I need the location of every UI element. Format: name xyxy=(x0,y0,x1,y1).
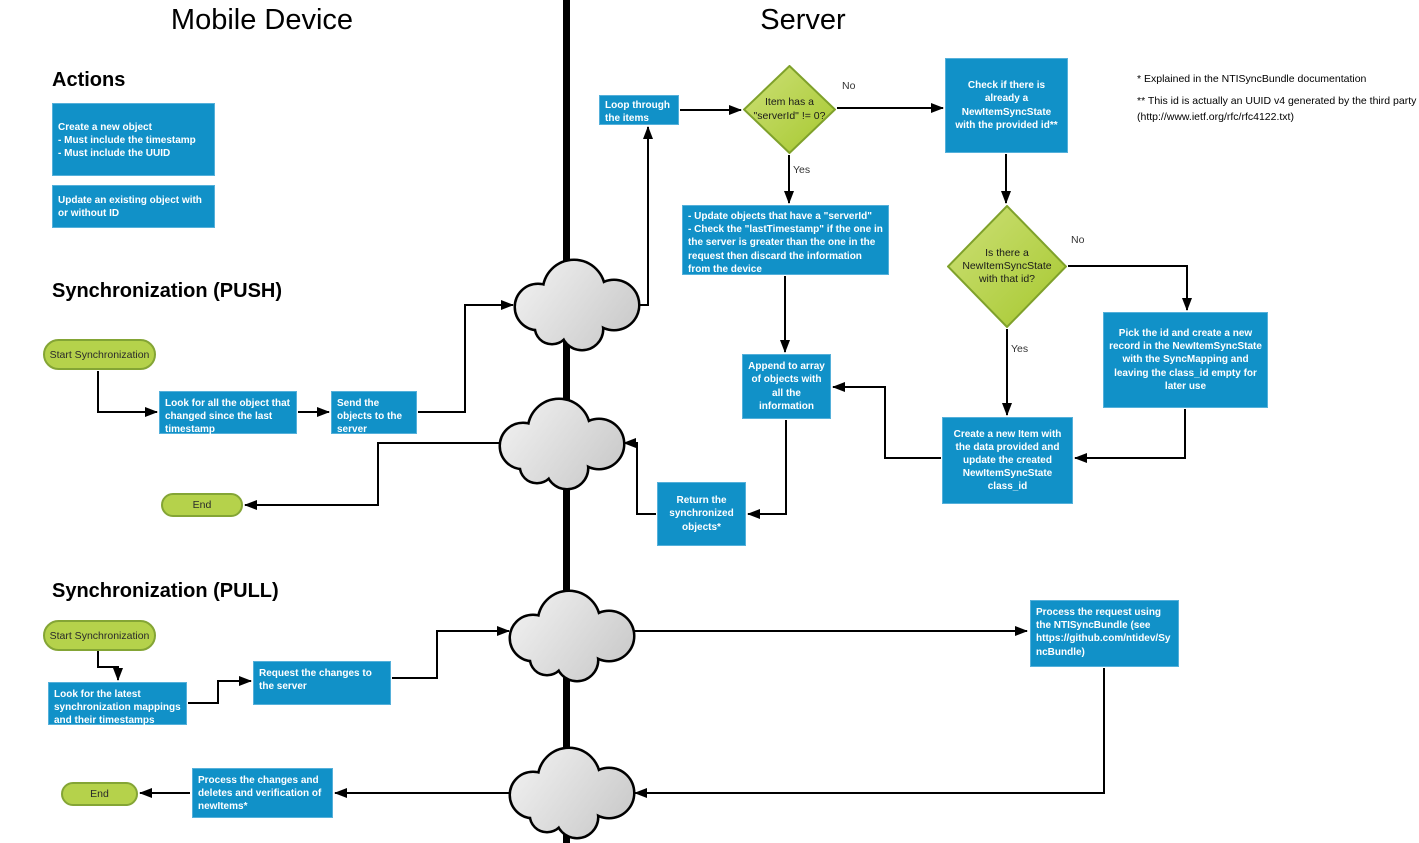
terminal-pull-start: Start Synchronization xyxy=(43,620,156,651)
process-return-objects: Return the synchronized objects* xyxy=(657,482,746,546)
process-pick-id: Pick the id and create a new record in t… xyxy=(1103,312,1268,408)
process-action-update: Update an existing object with or withou… xyxy=(52,185,215,228)
cloud-icon xyxy=(516,261,638,349)
cloud-icon xyxy=(511,592,633,680)
process-append-array: Append to array of objects with all the … xyxy=(742,354,831,419)
lane-title-server: Server xyxy=(760,4,846,36)
flow-arrow xyxy=(832,382,941,459)
flow-arrow xyxy=(97,651,123,681)
heading-pull: Synchronization (PULL) xyxy=(52,580,279,602)
flow-arrow xyxy=(97,371,158,417)
process-update-objects: - Update objects that have a "serverId" … xyxy=(682,205,889,275)
process-loop-items: Loop through the items xyxy=(599,95,679,125)
terminal-push-end: End xyxy=(161,493,243,517)
terminal-pull-end: End xyxy=(61,782,138,806)
process-process-request: Process the request using the NTISyncBun… xyxy=(1030,600,1179,667)
footnote-2: ** This id is actually an UUID v4 genera… xyxy=(1137,95,1417,123)
flow-arrow xyxy=(392,626,510,679)
branch-label-no: No xyxy=(1071,234,1085,246)
branch-label-yes: Yes xyxy=(793,164,811,176)
process-push-look: Look for all the object that changed sin… xyxy=(159,391,297,435)
cloud-icon xyxy=(511,749,633,837)
decision-syncstate-label: Is there a NewItemSyncState with that id… xyxy=(962,246,1052,286)
decision-serverid: Item has a "serverId" != 0? xyxy=(743,65,836,154)
heading-actions: Actions xyxy=(52,69,126,91)
process-pull-request: Request the changes to the server xyxy=(253,661,391,705)
flow-arrow xyxy=(1068,265,1192,311)
cloud-icon xyxy=(501,400,623,488)
lane-title-mobile: Mobile Device xyxy=(170,4,354,36)
decision-serverid-label: Item has a "serverId" != 0? xyxy=(753,96,826,122)
process-check-newitem: Check if there is already a NewItemSyncS… xyxy=(945,58,1068,153)
flow-arrow xyxy=(1074,409,1186,463)
process-process-changes: Process the changes and deletes and veri… xyxy=(192,768,333,818)
flow-arrow xyxy=(634,668,1105,798)
heading-push: Synchronization (PUSH) xyxy=(52,280,283,302)
process-pull-look: Look for the latest synchronization mapp… xyxy=(48,682,187,726)
process-push-send: Send the objects to the server xyxy=(331,391,417,435)
footnote-1: * Explained in the NTISyncBundle documen… xyxy=(1137,73,1367,85)
terminal-push-start: Start Synchronization xyxy=(43,339,156,370)
flow-arrow xyxy=(615,126,653,306)
process-create-item: Create a new Item with the data provided… xyxy=(942,417,1073,504)
flow-arrow xyxy=(244,442,505,510)
flow-arrow xyxy=(418,300,514,413)
flow-arrow xyxy=(188,676,252,704)
process-action-create: Create a new object - Must include the t… xyxy=(52,103,215,176)
flow-arrow xyxy=(623,438,656,515)
branch-label-no: No xyxy=(842,80,856,92)
flow-arrow xyxy=(747,420,787,519)
branch-label-yes: Yes xyxy=(1011,343,1029,355)
decision-syncstate: Is there a NewItemSyncState with that id… xyxy=(947,205,1067,328)
